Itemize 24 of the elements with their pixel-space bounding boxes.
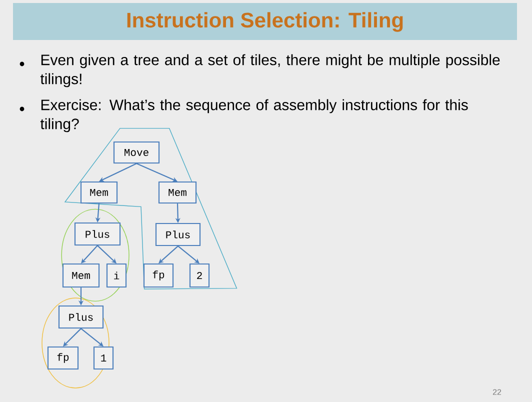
arrow — [178, 246, 200, 264]
tree-node-box: 2 — [189, 263, 210, 288]
tree-node-box: 1 — [93, 346, 114, 370]
arrow — [63, 328, 82, 346]
arrow — [136, 163, 178, 182]
tree-node-box: Move — [113, 141, 160, 164]
tree-node-box: Mem — [62, 263, 100, 288]
tree-node-box: Plus — [74, 222, 121, 246]
tree-node-box: fp — [143, 263, 174, 288]
title: Instruction Selection: Tiling — [127, 12, 403, 32]
arrow — [97, 245, 116, 264]
tree-node-box: fp — [47, 346, 79, 370]
tree-node-box: i — [106, 263, 127, 288]
tree-node-box: Mem — [158, 181, 197, 204]
bullet-text: Even given a tree and a set of tiles, there might be multiple possible tilings! — [40, 54, 500, 88]
arrow — [99, 163, 137, 182]
tree-node-box: Plus — [58, 305, 104, 329]
tree-node-box: Plus — [155, 222, 201, 246]
tree-node-box: Mem — [80, 181, 118, 204]
arrow — [81, 245, 98, 264]
page-number: 22 — [492, 389, 502, 395]
arrow — [158, 246, 178, 264]
arrow — [80, 328, 104, 346]
bullet-text: Exercise: What’s the sequence of assembly instructions for this tiling? — [40, 99, 468, 132]
